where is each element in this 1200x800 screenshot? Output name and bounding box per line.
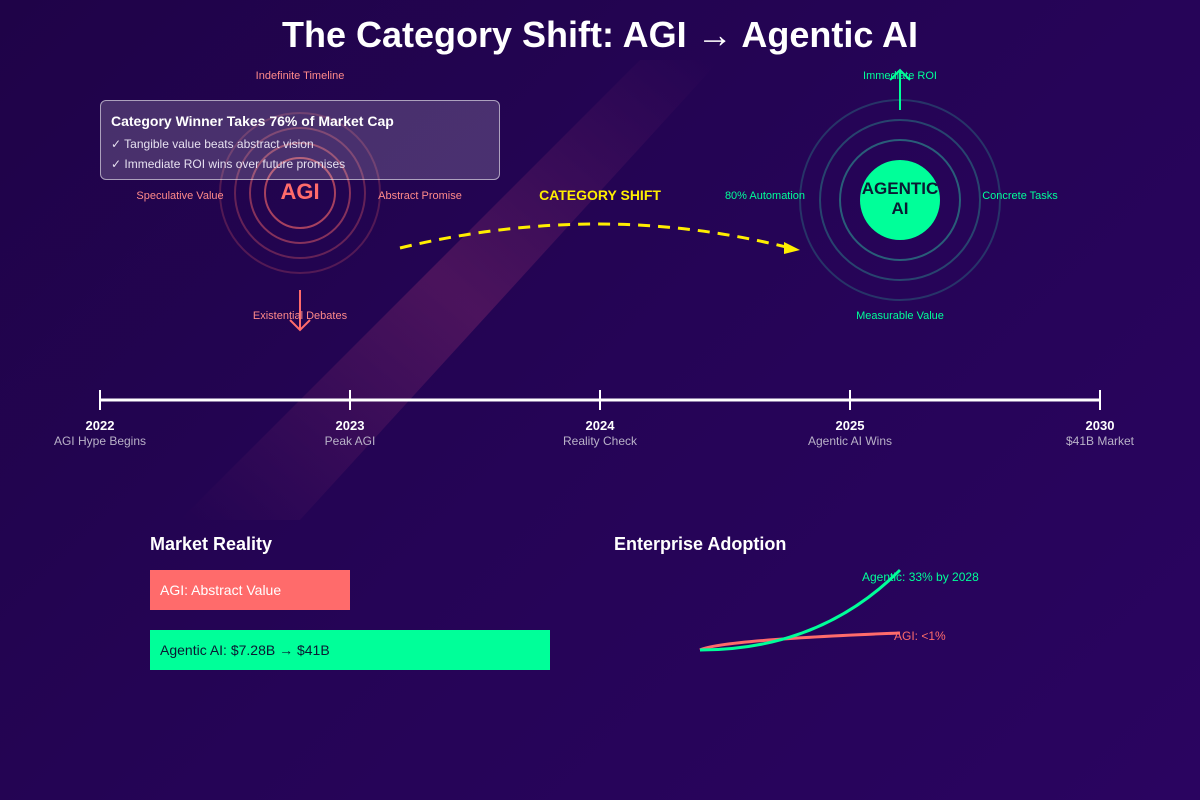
timeline-caption: Peak AGI	[324, 434, 376, 448]
page-title: The Category Shift: AGI → Agentic AI	[281, 14, 919, 55]
background-beam	[180, 60, 720, 520]
agentic-adoption-curve	[699, 568, 902, 652]
agi-label-right: Abstract Promise	[378, 190, 462, 202]
agi-label-top: Indefinite Timeline	[255, 70, 345, 82]
agi-center-label: AGI	[280, 179, 320, 204]
enterprise-adoption-title: Enterprise Adoption	[614, 534, 787, 554]
timeline-caption: Agentic AI Wins	[807, 434, 893, 448]
shift-arc	[399, 222, 791, 250]
agentic-up-arrow	[889, 68, 911, 110]
agentic-label-left: 80% Automation	[724, 190, 806, 202]
agentic-market-bar: Agentic AI: $7.28B → $41B	[150, 630, 550, 670]
agentic-label-bottom: Measurable Value	[856, 310, 944, 322]
agi-down-arrow	[289, 290, 311, 332]
timeline-caption: $41B Market	[1065, 434, 1135, 448]
agi-ring-outer	[219, 112, 381, 274]
agi-label-bottom: Existential Debates	[252, 310, 348, 322]
agi-ring-inner	[264, 157, 336, 229]
agentic-adoption-label: Agentic: 33% by 2028	[862, 570, 979, 584]
shift-arrowhead	[784, 242, 800, 254]
callout-title: Category Winner Takes 76% of Market Cap	[111, 113, 394, 129]
agentic-label-right: Concrete Tasks	[982, 190, 1058, 202]
timeline-year: 2022	[85, 418, 115, 433]
market-reality-title: Market Reality	[150, 534, 273, 554]
agentic-core	[860, 160, 940, 240]
timeline-year: 2025	[835, 418, 865, 433]
timeline-year: 2030	[1085, 418, 1115, 433]
agentic-ring-2	[839, 139, 961, 261]
agi-label-left: Speculative Value	[136, 190, 224, 202]
callout-line: ✓ Tangible value beats abstract vision	[111, 137, 314, 151]
agi-adoption-label: AGI: <1%	[894, 629, 946, 643]
agentic-center-label: AGENTIC AI	[840, 179, 960, 219]
agi-ring-3	[234, 127, 366, 259]
agi-adoption-curve	[699, 631, 901, 652]
timeline-year: 2023	[335, 418, 365, 433]
category-shift-label: CATEGORY SHIFT	[539, 187, 661, 203]
agentic-label-top: Immediate ROI	[863, 70, 937, 82]
timeline-year: 2024	[585, 418, 615, 433]
timeline	[99, 390, 1101, 410]
timeline-caption: Reality Check	[562, 434, 638, 448]
agi-ring-2	[249, 142, 351, 244]
agi-rings	[219, 112, 381, 274]
callout-line: ✓ Immediate ROI wins over future promise…	[111, 157, 346, 171]
agentic-center-line2: AI	[891, 199, 909, 218]
timeline-caption: AGI Hype Begins	[53, 434, 147, 448]
agentic-center-line1: AGENTIC	[861, 179, 939, 198]
agi-market-bar: AGI: Abstract Value	[150, 570, 350, 610]
agentic-ring-3	[819, 119, 981, 281]
category-winner-callout: Category Winner Takes 76% of Market Cap …	[100, 100, 500, 180]
